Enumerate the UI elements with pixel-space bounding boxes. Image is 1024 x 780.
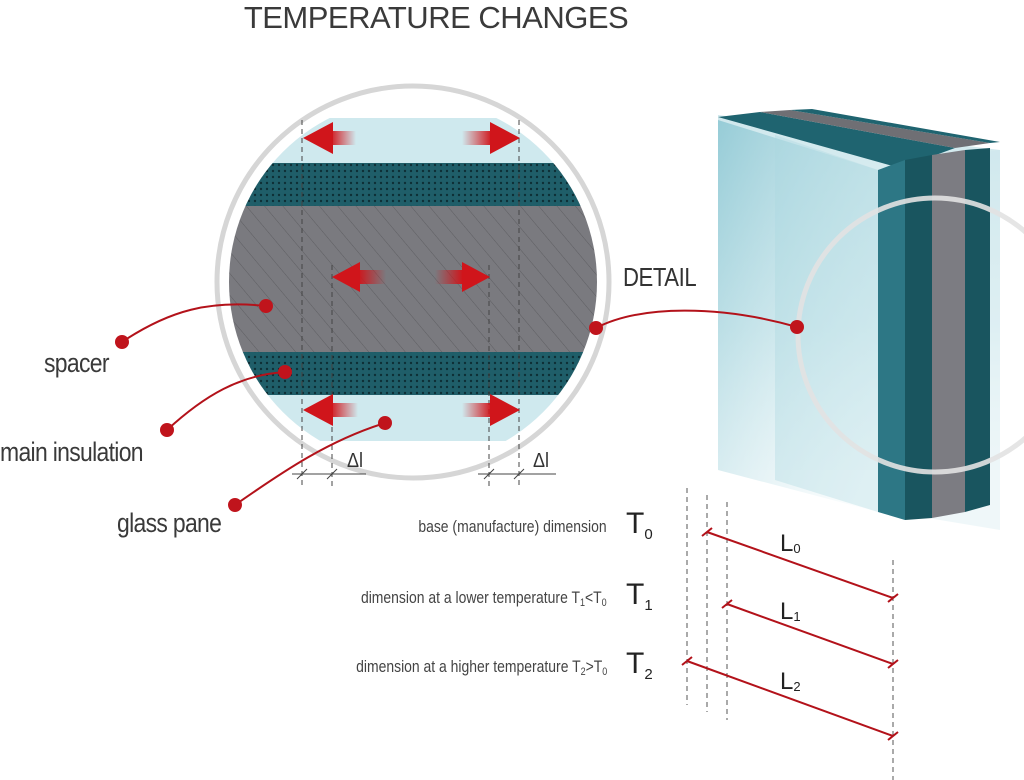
inline-t2: T	[593, 657, 602, 676]
symbol: T	[626, 507, 645, 540]
inline-t2: T	[593, 588, 602, 607]
delta-l-left: Δl	[347, 450, 364, 472]
leader-lines	[121, 303, 798, 506]
label-main-insulation: main insulation	[0, 437, 144, 467]
inline-t: T	[571, 657, 581, 676]
length-l2: L2	[780, 668, 801, 696]
page-title: TEMPERATURE CHANGES	[243, 0, 629, 35]
delta-dimension	[292, 468, 556, 480]
arrow-left-icon	[303, 122, 333, 154]
length: L	[780, 530, 794, 557]
arrow-left-icon	[303, 394, 333, 426]
symbol-sub: 2	[644, 666, 653, 683]
arrow-right-icon	[462, 262, 490, 292]
symbol: T	[626, 647, 645, 680]
glazing-unit-3d	[718, 109, 1000, 530]
row-higher-temperature: dimension at a higher temperature T2>T0	[356, 657, 607, 678]
length-sub: 0	[793, 541, 801, 556]
length: L	[780, 598, 794, 625]
length-sub: 1	[793, 609, 801, 624]
row-text: base (manufacture) dimension	[418, 517, 607, 536]
symbol-t0: T0	[626, 507, 653, 543]
length-sub: 2	[793, 679, 801, 694]
symbol: T	[626, 578, 645, 611]
inline-op: <	[585, 588, 594, 607]
symbol-sub: 1	[644, 597, 653, 614]
row-text: dimension at a lower temperature	[361, 588, 572, 607]
spacer-body	[229, 206, 597, 352]
inline-sub2: 0	[601, 666, 607, 678]
expansion-arrows	[303, 122, 520, 426]
arrow-right-icon	[490, 122, 520, 154]
detail-circle	[214, 83, 612, 481]
inline-op: >	[585, 657, 594, 676]
row-base-dimension: base (manufacture) dimension	[419, 517, 607, 537]
delta-l-right: Δl	[533, 450, 550, 472]
inline-t: T	[571, 588, 581, 607]
arrow-left-icon	[332, 262, 360, 292]
detail-ring	[795, 195, 1024, 475]
symbol-t2: T2	[626, 647, 653, 683]
label-detail: DETAIL	[623, 262, 697, 292]
inline-sub: 1	[580, 597, 586, 609]
leader-dots	[115, 299, 804, 512]
main-insulation-top	[229, 163, 597, 206]
row-lower-temperature: dimension at a lower temperature T1<T0	[361, 588, 607, 609]
row-text: dimension at a higher temperature	[355, 657, 572, 676]
label-glass-pane: glass pane	[117, 508, 222, 538]
guide-lines	[301, 120, 520, 488]
length: L	[780, 668, 794, 695]
symbol-t1: T1	[626, 578, 653, 614]
arrow-right-icon	[490, 394, 520, 426]
inline-sub2: 0	[601, 597, 607, 609]
length-l0: L0	[780, 530, 801, 558]
dimension-lines	[681, 527, 899, 741]
length-l1: L1	[780, 598, 801, 626]
label-spacer: spacer	[44, 348, 109, 378]
symbol-sub: 0	[644, 526, 653, 543]
inline-sub: 2	[580, 666, 586, 678]
